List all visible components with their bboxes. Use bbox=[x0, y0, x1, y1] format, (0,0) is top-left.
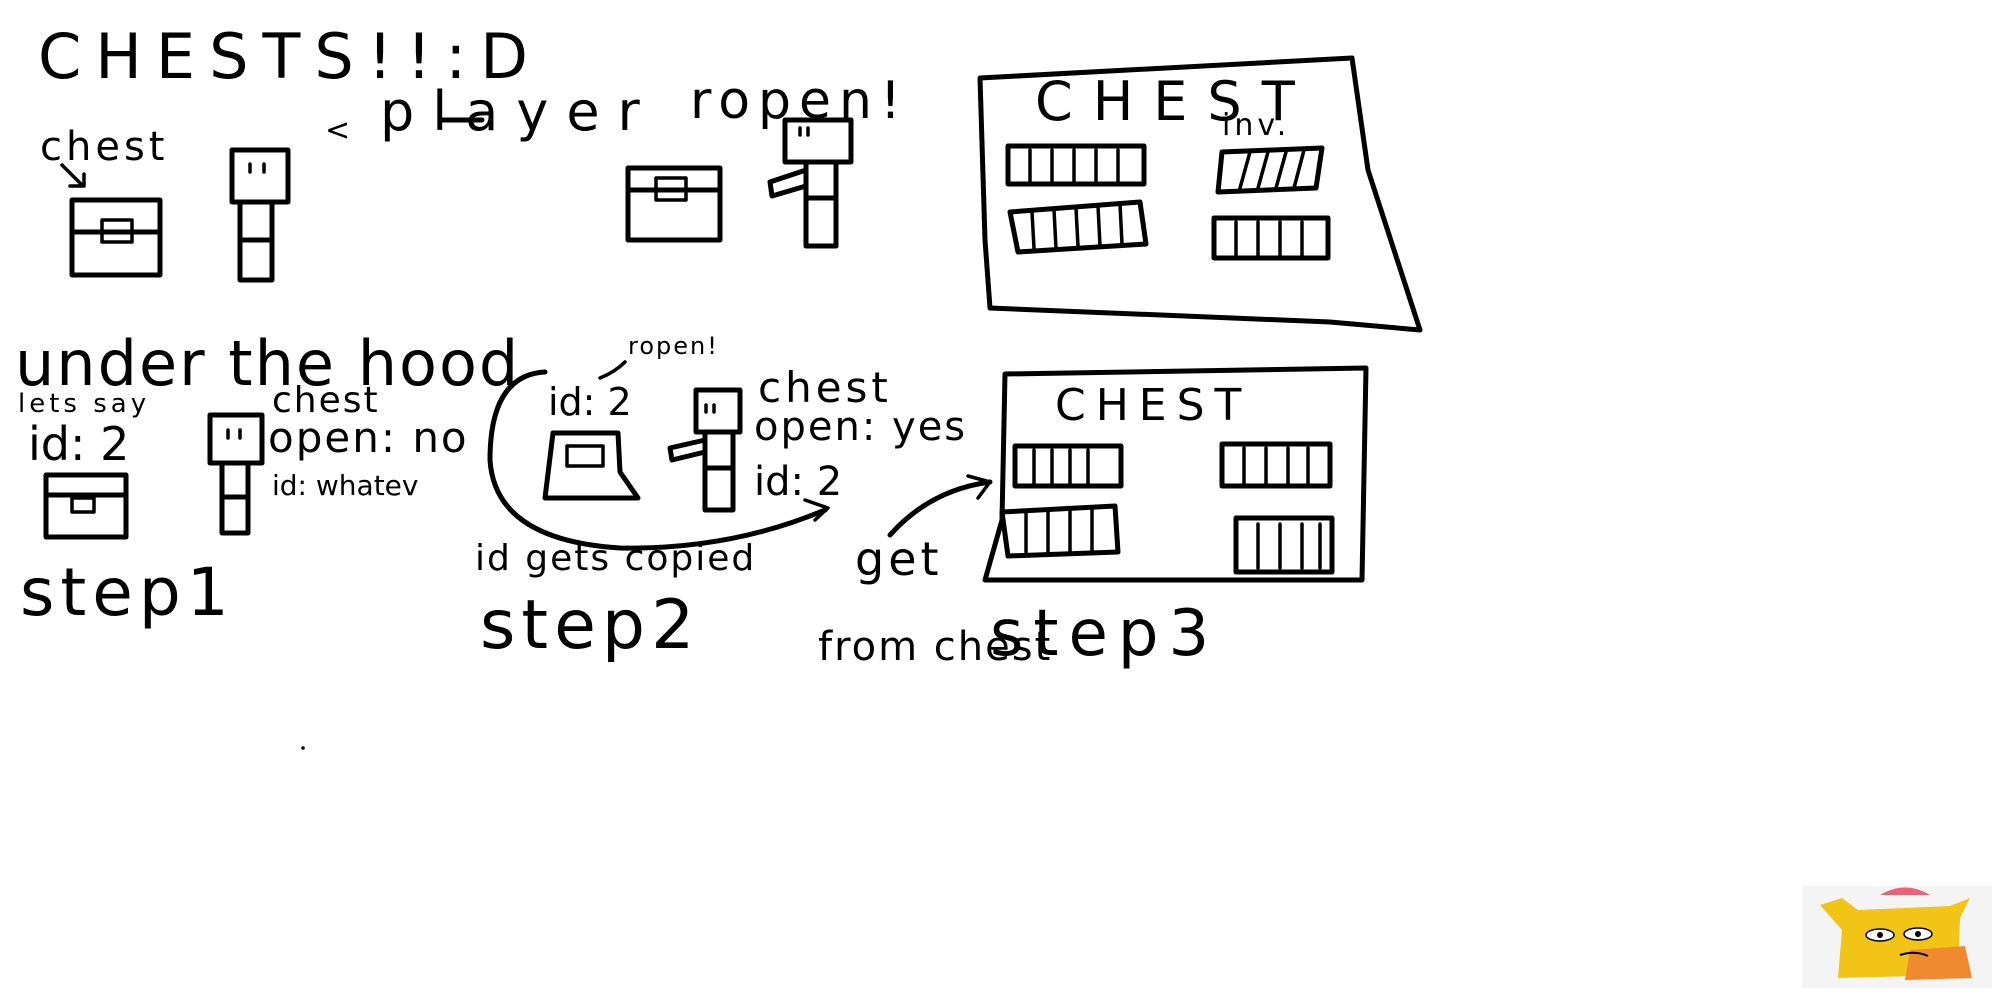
stray-mark bbox=[301, 746, 305, 750]
get-label: get bbox=[855, 532, 943, 586]
copy-arrow-head-icon bbox=[803, 498, 830, 522]
step2-player-id: id: 2 bbox=[754, 459, 842, 505]
arrow-to-chest-icon bbox=[60, 163, 86, 188]
player-reaching-icon bbox=[767, 117, 854, 249]
group-outline bbox=[487, 369, 828, 551]
step1-player-icon bbox=[207, 412, 265, 536]
chest-slot-row bbox=[999, 503, 1121, 559]
step2-player-open: open: yes bbox=[754, 404, 967, 450]
inventory-slot-row bbox=[1219, 441, 1333, 489]
lets-say-label: lets say bbox=[18, 389, 150, 419]
get-arrow-head-icon bbox=[966, 474, 992, 500]
chest-icon bbox=[69, 197, 163, 278]
step2-player-chest: chest bbox=[758, 363, 892, 412]
step1-chest-icon bbox=[43, 472, 129, 540]
inv-label: inv. bbox=[1222, 108, 1290, 143]
inventory-slot-row bbox=[1215, 145, 1325, 195]
step1-player-id: id: whatev bbox=[272, 469, 418, 502]
inventory-slot-row bbox=[1233, 515, 1335, 575]
yellow-blob-creature-icon bbox=[1802, 886, 1992, 988]
step2-open-chest-icon bbox=[542, 430, 641, 501]
step3-label: step3 bbox=[990, 597, 1219, 671]
step2-ropen-label: ropen! bbox=[628, 332, 719, 360]
open-chest-icon bbox=[625, 165, 723, 243]
step1-chest-id: id: 2 bbox=[28, 417, 129, 471]
player-icon bbox=[229, 147, 291, 283]
chest-slot-row bbox=[1007, 199, 1149, 255]
title: CHESTS!!:D bbox=[38, 20, 542, 93]
step2-label: step2 bbox=[480, 586, 700, 665]
step2-player-reaching-icon bbox=[667, 387, 743, 513]
chest-inventory-panel: CHEST inv. bbox=[977, 55, 1423, 333]
copied-label: id gets copied bbox=[475, 538, 756, 579]
step1-player-chest: chest bbox=[272, 380, 380, 421]
player-arrow-icon: < bbox=[325, 113, 350, 148]
step2-chest-id: id: 2 bbox=[548, 380, 632, 424]
player-label: player bbox=[380, 80, 658, 143]
step1-label: step1 bbox=[20, 554, 235, 631]
under-hood-heading: under the hood bbox=[15, 327, 520, 400]
chest-slot-row bbox=[1012, 443, 1124, 489]
from-chest-label: from chest bbox=[818, 624, 1052, 670]
step3-chest-panel: CHEST bbox=[982, 365, 1369, 583]
step1-player-open: open: no bbox=[268, 413, 469, 462]
chest-slot-row bbox=[1005, 143, 1147, 187]
chest-label: chest bbox=[40, 124, 168, 170]
chest-panel-title: CHEST bbox=[1035, 70, 1315, 133]
get-arrow bbox=[887, 479, 993, 538]
step3-panel-title: CHEST bbox=[1055, 380, 1251, 431]
inventory-slot-row bbox=[1211, 215, 1331, 261]
pointer-line bbox=[598, 360, 627, 380]
